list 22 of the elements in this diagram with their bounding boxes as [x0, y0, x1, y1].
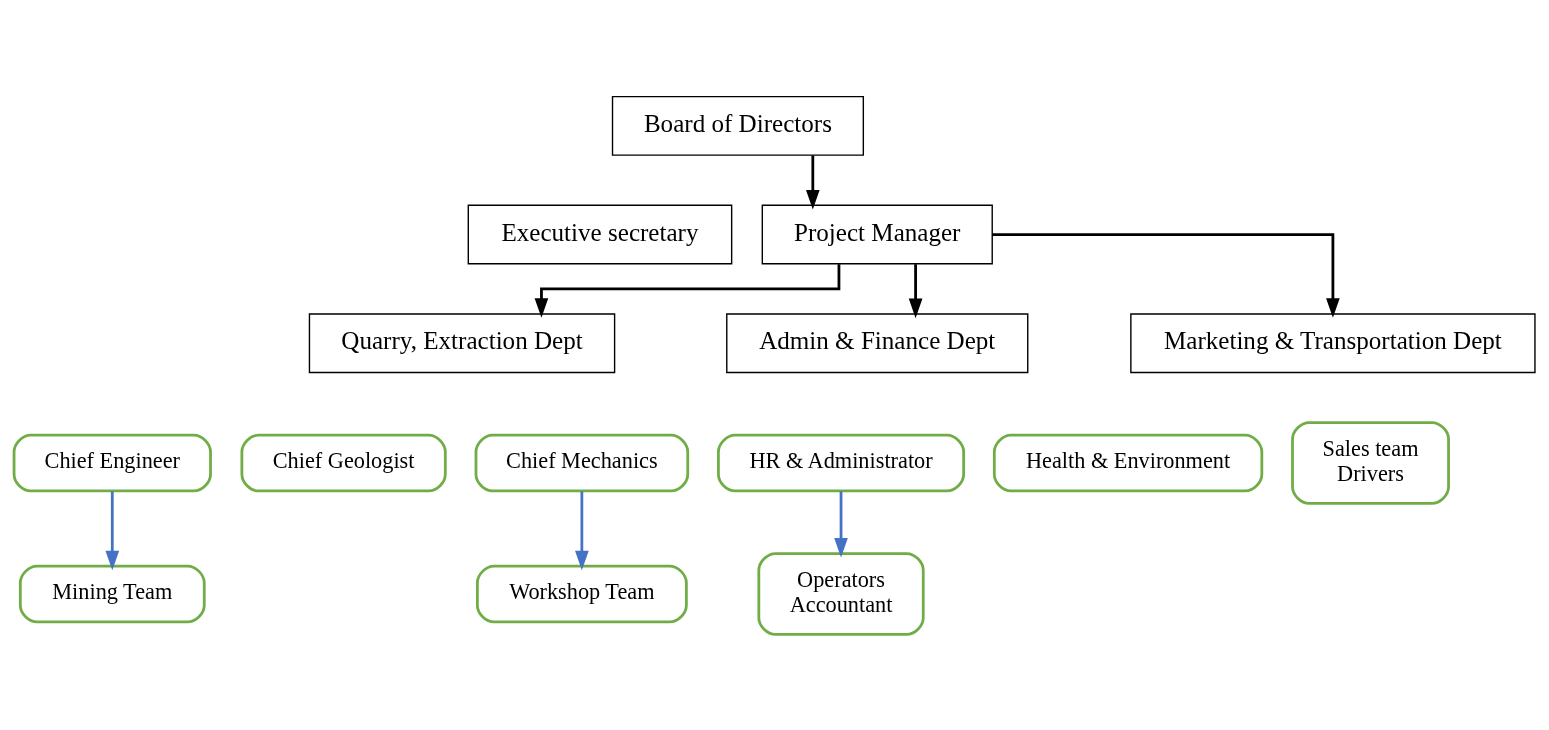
node-box: Health & Environment [992, 433, 1264, 492]
node-box: HR & Administrator [717, 433, 966, 492]
arrow [575, 490, 589, 570]
node-box: Mining Team [18, 564, 206, 623]
node-box: Marketing & Transportation Dept [1130, 312, 1536, 373]
node-box: Operators Accountant [757, 551, 925, 636]
arrow [992, 232, 1340, 318]
node-box: Workshop Team [475, 564, 688, 623]
node-box: Sales team Drivers [1291, 420, 1450, 505]
arrow [805, 155, 820, 209]
node-box: Chief Mechanics [474, 433, 690, 492]
arrow [105, 490, 120, 570]
node-box: Chief Geologist [240, 433, 447, 492]
node-box: Admin & Finance Dept [726, 312, 1029, 373]
node-box: Chief Engineer [12, 433, 212, 492]
arrow [834, 490, 848, 557]
node-box: Project Manager [761, 204, 993, 264]
node-box: Board of Directors [611, 95, 865, 156]
arrow [534, 263, 841, 318]
node-box: Quarry, Extraction Dept [308, 312, 616, 373]
arrow [908, 263, 923, 318]
node-box: Executive secretary [467, 204, 733, 264]
